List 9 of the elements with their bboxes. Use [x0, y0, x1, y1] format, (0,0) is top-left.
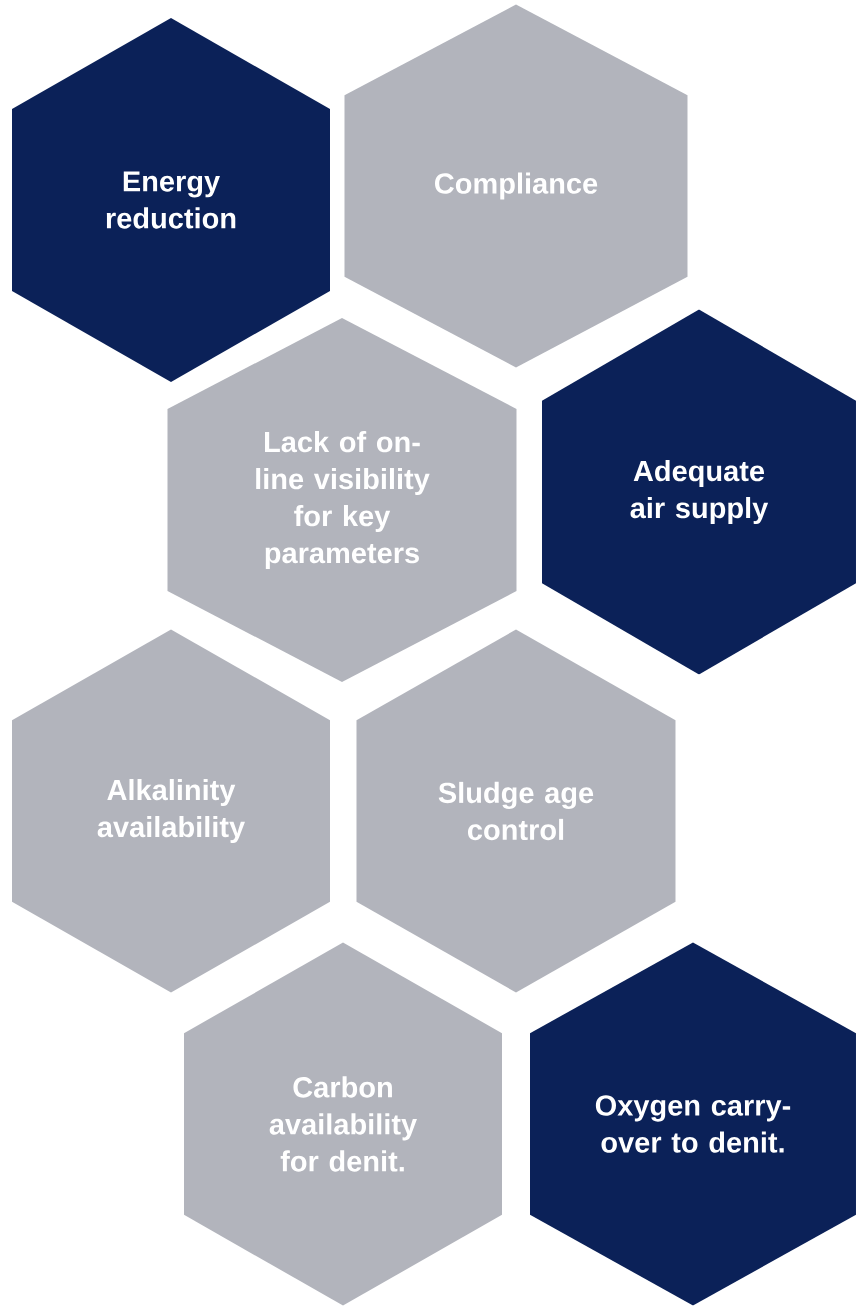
hexagon: Energy reduction	[12, 18, 330, 382]
hexagon: Sludge age control	[356, 629, 676, 993]
hexagon: Lack of on-line visibility for key parameters	[167, 318, 517, 682]
hexagon: Adequate air supply	[542, 309, 856, 675]
hexagon: Carbon availability for denit.	[184, 942, 502, 1306]
node-label: Lack of on-line visibility for key parameters	[256, 430, 430, 570]
hexagon: Compliance	[344, 4, 688, 368]
hexagon: Oxygen carry-over to denit.	[530, 942, 856, 1306]
hexagon: Alkalinity availability	[12, 629, 330, 993]
